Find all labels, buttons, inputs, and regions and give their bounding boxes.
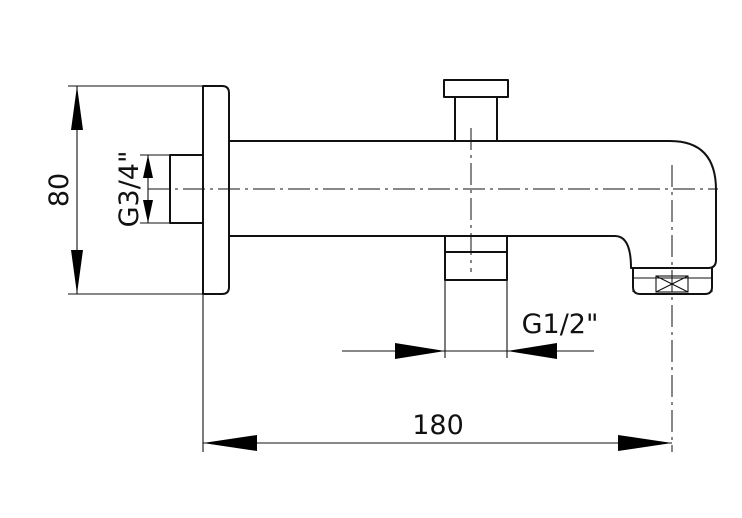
center-lines — [148, 128, 718, 452]
diverter-outlet — [444, 235, 508, 358]
spout-body — [229, 140, 717, 295]
diverter-knob — [443, 79, 509, 142]
height-label: 80 — [44, 173, 75, 207]
arrow-up — [71, 86, 83, 130]
arrow-down — [143, 200, 153, 223]
arrow-left — [203, 435, 257, 451]
arrow-left — [507, 343, 557, 359]
height-dimension: 80 — [44, 85, 203, 295]
arrow-right — [618, 435, 672, 451]
wall-flange — [202, 85, 230, 452]
length-dimension: 180 — [203, 410, 672, 451]
diverter-dimension: G1/2" — [342, 309, 598, 359]
inlet-dimension: G3/4" — [114, 151, 153, 228]
arrow-up — [143, 155, 153, 178]
arrow-right — [395, 343, 445, 359]
inlet-thread-label: G3/4" — [114, 151, 145, 228]
length-label: 180 — [412, 410, 464, 441]
diverter-thread-label: G1/2" — [522, 309, 599, 340]
arrow-down — [71, 250, 83, 294]
